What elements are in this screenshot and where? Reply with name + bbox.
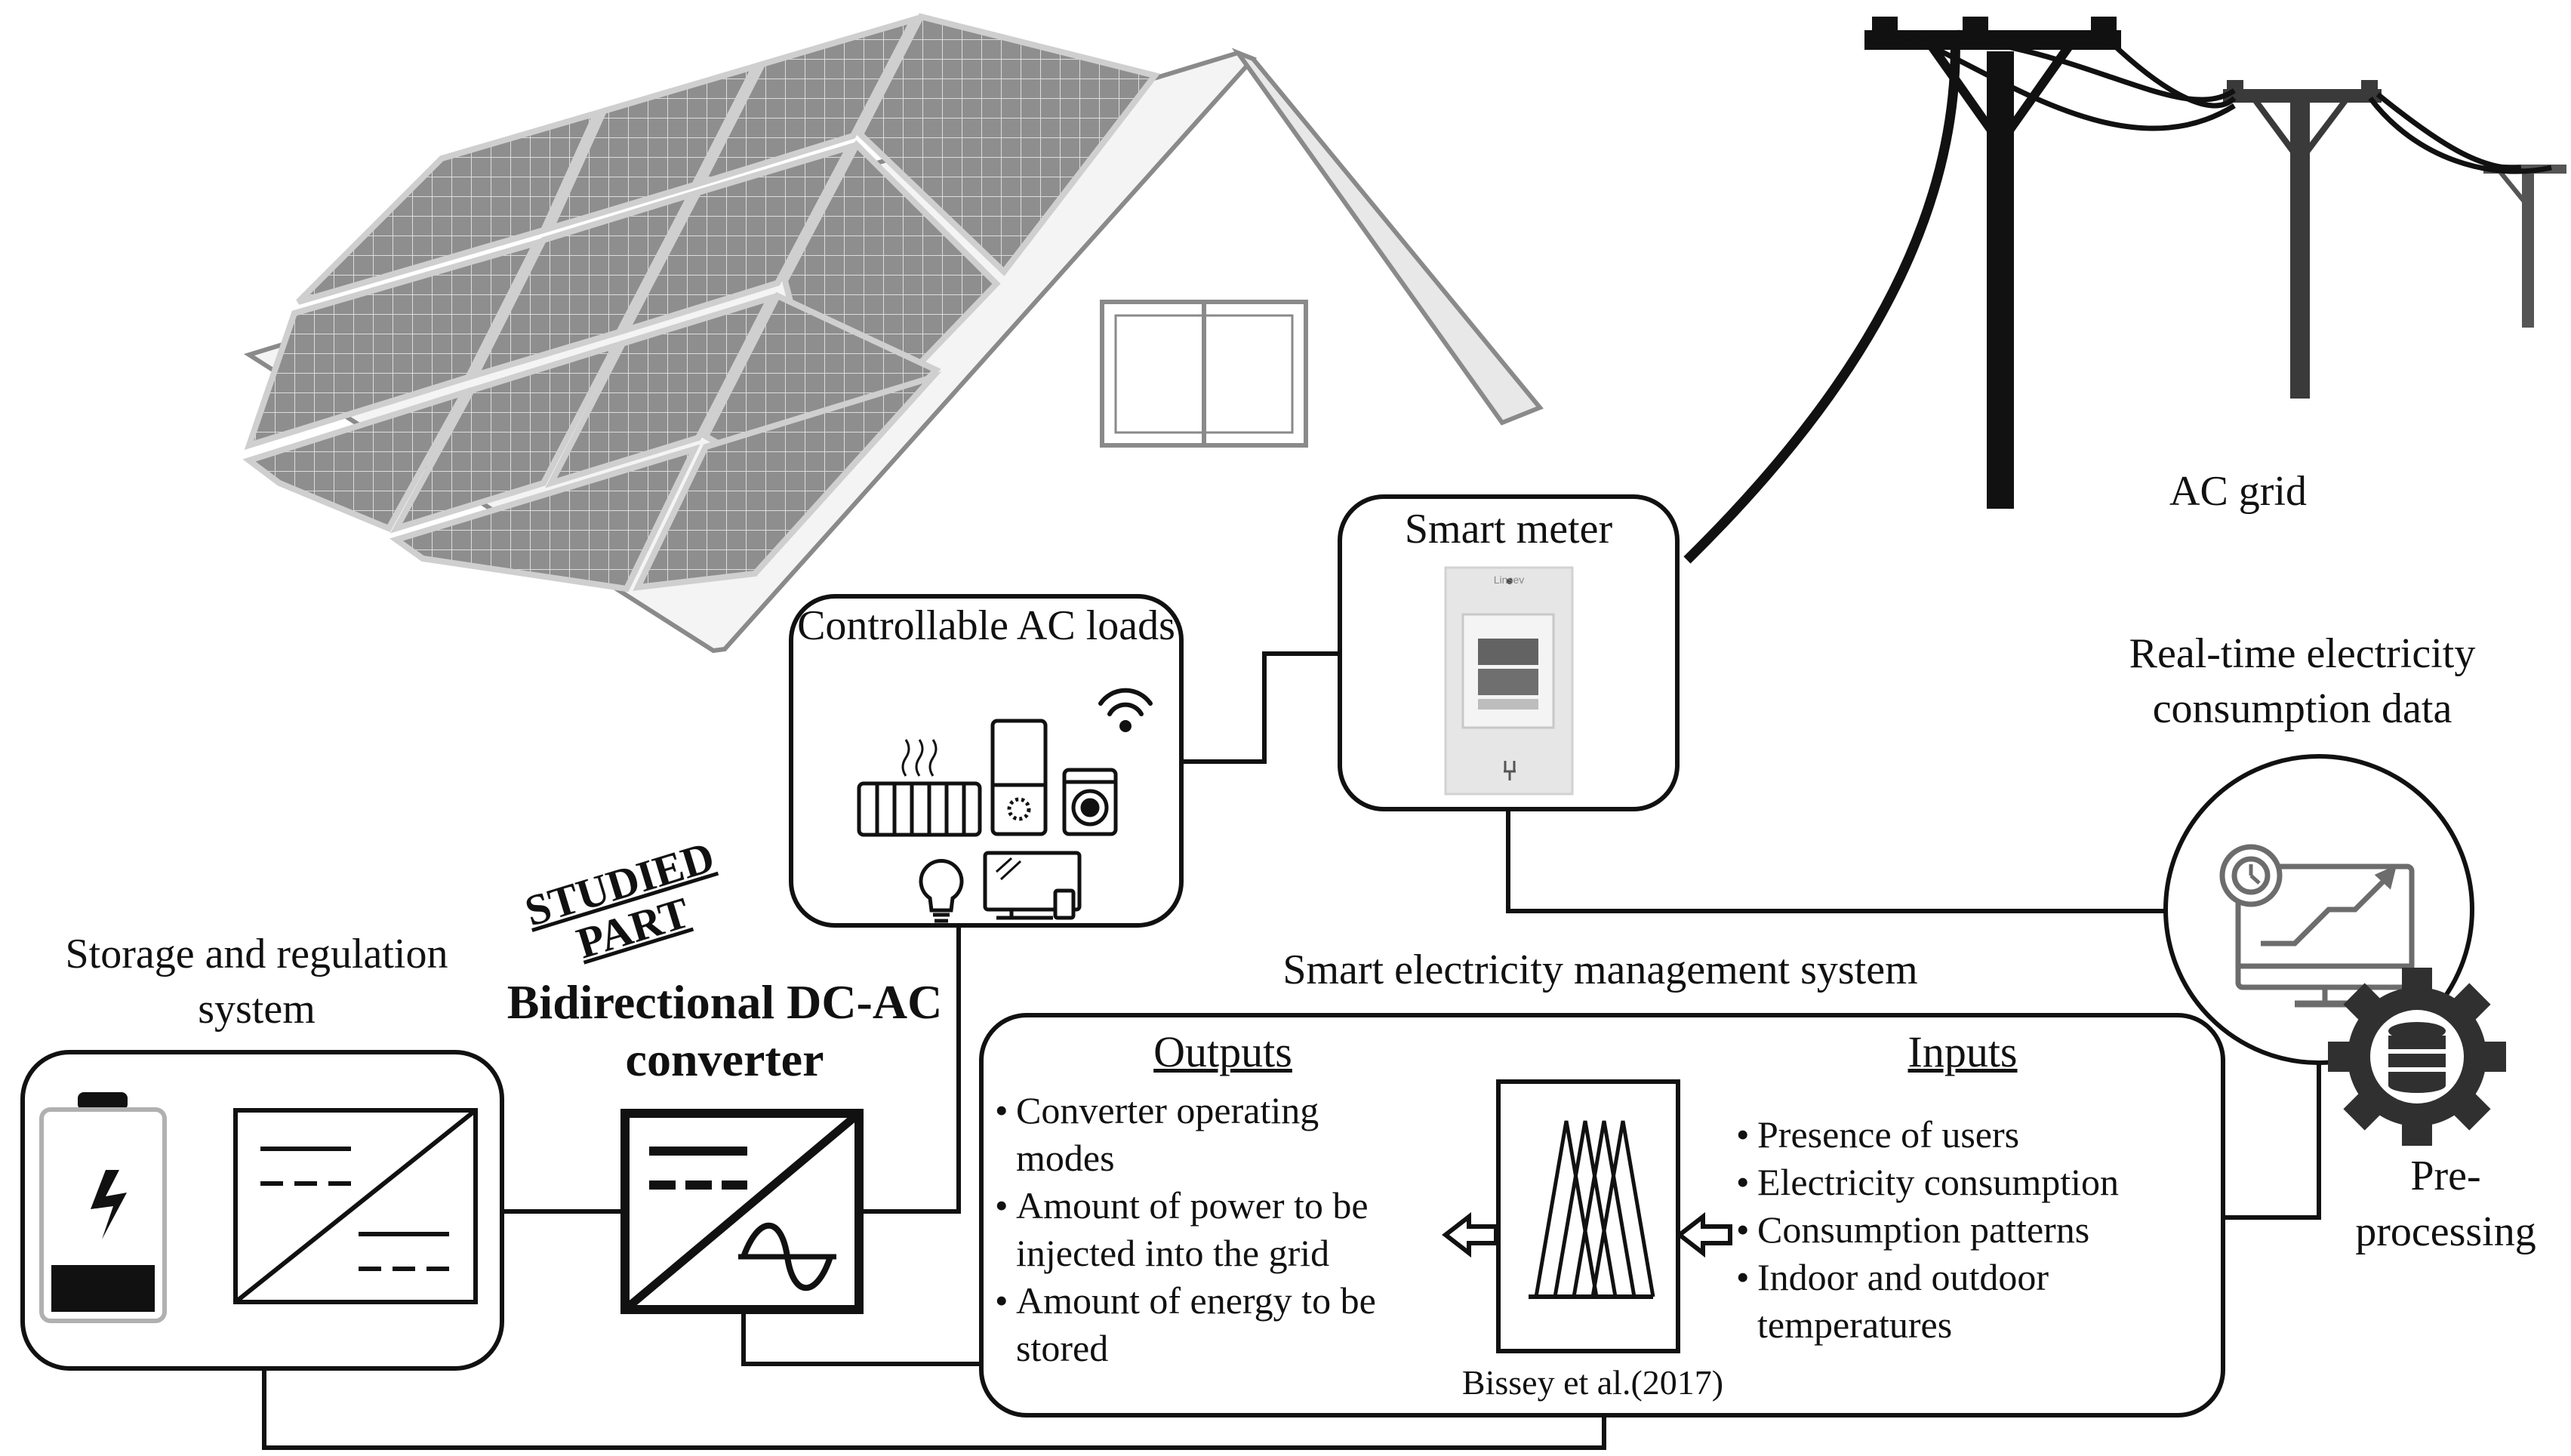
smart-meter-device [1444,566,1574,796]
tv-icon [983,851,1082,920]
outputs-item: Converter operating modes [995,1087,1424,1182]
power-pole-icon [1683,17,2566,564]
fuzzy-logic-icon [1496,1079,1680,1353]
washing-machine-icon [1062,768,1118,836]
house-window [1100,300,1308,448]
loads-to-meter-line [1181,651,1340,764]
storage-system-label: Storage and regulation system [65,931,448,1033]
wifi-icon [1098,688,1153,732]
radiator-icon [857,739,982,837]
smart-meter-label: Smart meter [1404,506,1613,553]
mgmt-to-converter-line [741,1310,981,1366]
inputs-heading: Inputs [1907,1027,2018,1076]
storage-to-mgmt-line [262,1368,1606,1450]
outputs-list: Converter operating modes Amount of powe… [995,1087,1448,1372]
inputs-item: Electricity consumption [1736,1159,2204,1206]
controllable-loads-box [789,594,1184,928]
monitor-chart-icon [2219,844,2415,1008]
inputs-list: Presence of users Electricity consumptio… [1736,1111,2204,1349]
management-system-label: Smart electricity management system [1282,947,1918,993]
outputs-item: Amount of power to be injected into the … [995,1182,1461,1277]
battery-icon [39,1092,167,1323]
meter-to-data-line [1506,809,2182,913]
outputs-heading: Outputs [1153,1027,1292,1076]
dc-dc-converter-icon [233,1108,478,1304]
dc-ac-converter-icon [620,1109,864,1314]
inputs-item: Indoor and outdoor temperatures [1736,1254,2180,1349]
preproc-to-mgmt-line [2223,1063,2321,1220]
controllable-loads-label: Controllable AC loads [797,602,1175,649]
solar-panels [242,13,1160,593]
light-bulb-icon [919,859,964,923]
inputs-item: Consumption patterns [1736,1206,2204,1254]
loads-to-converter-line [861,925,961,1214]
fridge-icon [990,719,1048,836]
gear-database-icon [2328,968,2506,1146]
input-arrow-icon [1676,1211,1732,1258]
realtime-data-label: Real-time electricity consumption data [2129,630,2476,732]
converter-label: Bidirectional DC-AC converter [507,975,943,1086]
ac-grid-label: AC grid [2169,468,2307,515]
meter-brand-label: Linsev [1493,574,1525,586]
outputs-item: Amount of energy to be stored [995,1277,1424,1372]
preprocessing-label: Pre-processing [2355,1153,2536,1255]
citation-label: Bissey et al.(2017) [1461,1363,1724,1402]
connection-lines [165,651,2321,1450]
solar-roof-illustration [242,13,1544,654]
inputs-item: Presence of users [1736,1111,2204,1159]
